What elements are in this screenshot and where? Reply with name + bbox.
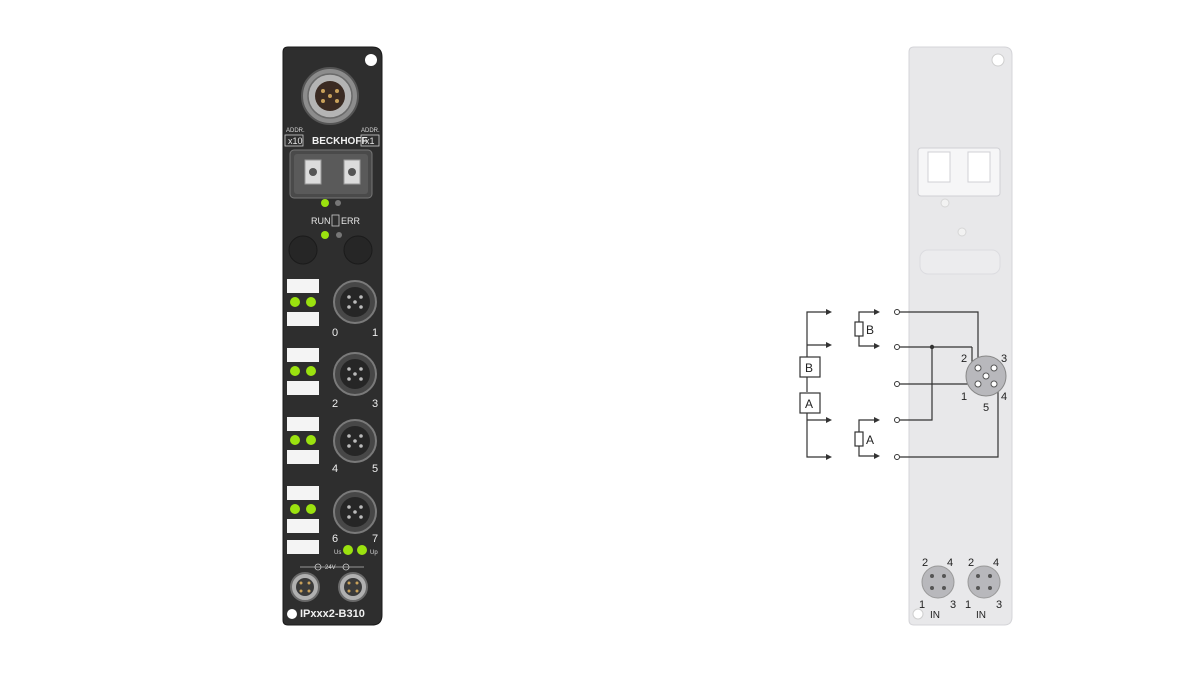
addr-left-title: ADDR. [286, 128, 305, 134]
channel-block-0-1: 0 1 [287, 279, 378, 339]
power-in-2-pin-1: 1 [965, 599, 971, 611]
address-switch-window[interactable] [289, 149, 373, 199]
led-up [357, 545, 367, 555]
io-module-photo: ADDR. x10 BECKHOFF ADDR. x1 RUN ERR [282, 46, 383, 626]
power-in-1-label: IN [930, 610, 940, 621]
led-link-off [335, 200, 341, 206]
addr-left-frame [284, 134, 304, 147]
power-in-2-pin-3: 3 [996, 599, 1002, 611]
led-us [343, 545, 353, 555]
power-label: 24V [325, 565, 336, 571]
channel-label-6: 6 [332, 533, 338, 545]
channel-label-7: 7 [372, 533, 378, 545]
channel-label-3: 3 [372, 398, 378, 410]
led-run [321, 231, 329, 239]
channel-label-4: 4 [332, 463, 338, 475]
channel-label-2: 2 [332, 398, 338, 410]
addr-right-title: ADDR. [361, 128, 380, 134]
power-in-2-label: IN [976, 610, 986, 621]
status-err-label: ERR [341, 216, 361, 226]
fieldbus-connector [301, 67, 359, 125]
brand-logo-text: BECKHOFF [312, 136, 368, 147]
pin-3-label: 3 [1001, 353, 1007, 365]
module-outline [908, 46, 1013, 626]
power-in-1-pin-4: 4 [947, 557, 953, 569]
socket-pinout [965, 355, 1007, 397]
channel-label-1: 1 [372, 327, 378, 339]
power-in-2-pin-4: 4 [993, 557, 999, 569]
pin-4-label: 4 [1001, 391, 1007, 403]
power-in-1-pin-3: 3 [950, 599, 956, 611]
channel-block-6-7: 6 7 [287, 486, 378, 554]
bus-box-b [799, 356, 821, 378]
supply-up-label: Up [370, 550, 378, 556]
bus-box-a-label: A [805, 397, 813, 411]
power-in-2-pin-2: 2 [968, 557, 974, 569]
led-link [321, 199, 329, 207]
power-in-1-pin-1: 1 [919, 599, 925, 611]
addr-right-value: x1 [365, 136, 375, 146]
power-in-1-pin-2: 2 [922, 557, 928, 569]
pin-5-label: 5 [983, 402, 989, 414]
sensor-b-resistor [854, 321, 864, 337]
power-connector-in[interactable] [290, 572, 320, 602]
mounting-hole-top [365, 54, 377, 66]
pin-2-label: 2 [961, 353, 967, 365]
channel-label-0: 0 [332, 327, 338, 339]
channel-label-5: 5 [372, 463, 378, 475]
supply-us-label: Us [334, 550, 341, 556]
addr-left-value: x10 [288, 136, 303, 146]
addr-right-frame [360, 134, 380, 147]
pin-1-label: 1 [961, 391, 967, 403]
sensor-a-resistor [854, 431, 864, 447]
power-in-pinout-2: 2 4 1 3 IN [965, 557, 1002, 621]
mounting-hole-bottom [287, 609, 297, 619]
power-in-pinout-1: 2 4 1 3 IN [919, 557, 956, 621]
bus-box-b-label: B [805, 361, 813, 375]
channel-block-2-3: 2 3 [287, 348, 378, 410]
wiring-diagram: B A B A [799, 46, 1013, 626]
status-run-label: RUN [311, 216, 331, 226]
led-err [336, 232, 342, 238]
sensor-a-label: A [866, 433, 874, 447]
bus-box-a [799, 392, 821, 414]
sensor-b-label: B [866, 323, 874, 337]
model-label: IPxxx2-B310 [300, 608, 365, 620]
power-connector-out[interactable] [338, 572, 368, 602]
channel-block-4-5: 4 5 [287, 417, 378, 475]
